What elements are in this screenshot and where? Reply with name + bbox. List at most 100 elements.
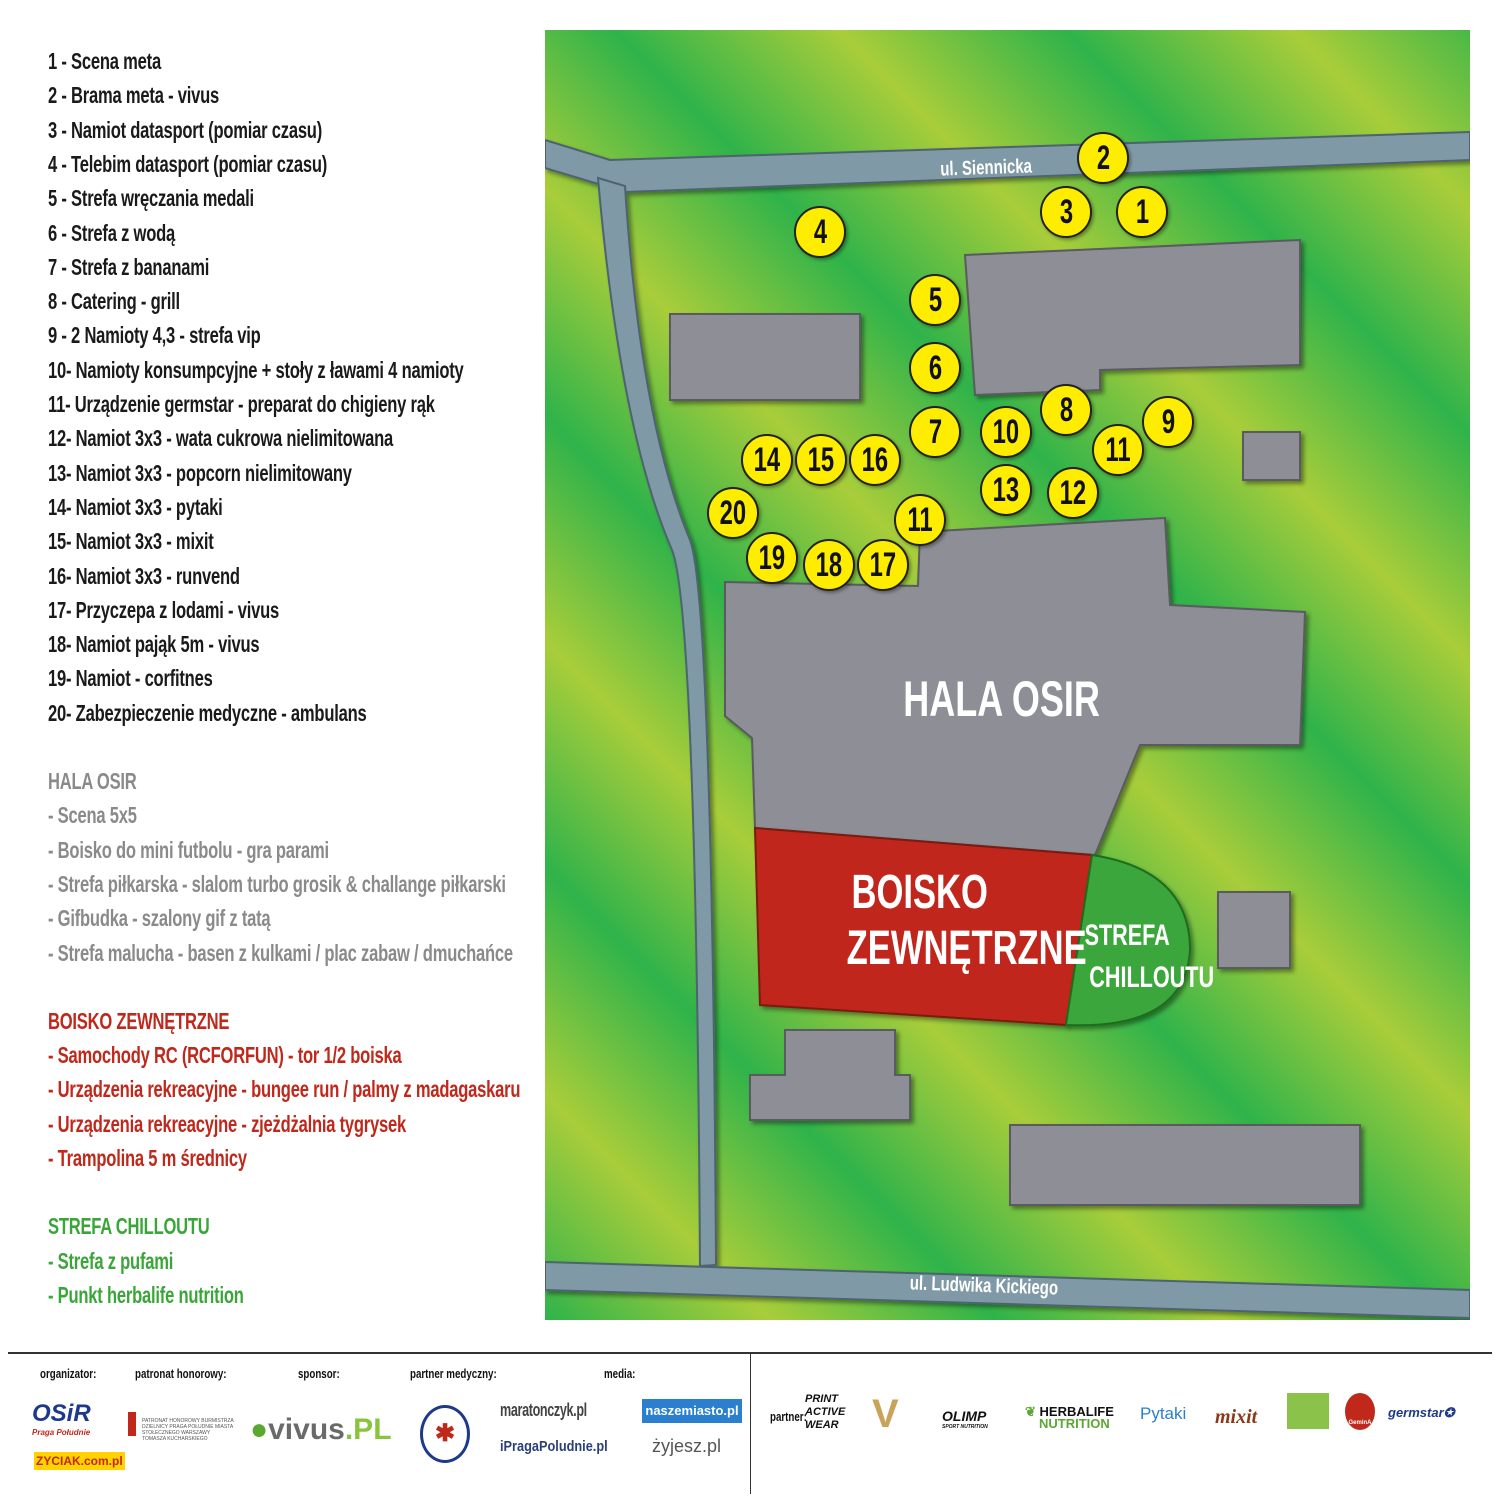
map-pin-number: 14	[753, 440, 781, 479]
map-pin-number: 10	[992, 412, 1020, 451]
legend-section-item: - Urządzenia rekreacyjne - bungee run / …	[48, 1076, 521, 1103]
map-pin: 13	[980, 464, 1032, 516]
map-pin: 5	[909, 274, 961, 326]
road-label-siennicka: ul. Siennicka	[939, 155, 1033, 181]
map-pin-number: 11	[907, 500, 933, 539]
building	[749, 1029, 911, 1121]
map-pin: 10	[980, 406, 1032, 458]
logo-printactive: PRINT ACTIVE WEAR	[805, 1393, 846, 1431]
map-pin-number: 18	[815, 545, 843, 584]
legend-point: 13- Namiot 3x3 - popcorn nielimitowany	[48, 459, 352, 486]
hala-osir-label: HALA OSIR	[903, 671, 1100, 727]
map-pin: 3	[1040, 186, 1092, 238]
logo-zyjesz: żyjesz.pl	[652, 1436, 722, 1456]
logo-gemina: GeminA	[1345, 1393, 1375, 1430]
strefa-chilloutu	[1064, 853, 1192, 1027]
legend-point: 14- Namiot 3x3 - pytaki	[48, 493, 223, 520]
map-pin: 12	[1047, 467, 1099, 519]
label-media: media:	[604, 1366, 636, 1381]
map-pin: 16	[849, 434, 901, 486]
map-shapes	[545, 130, 1470, 1320]
legend-point: 8 - Catering - grill	[48, 288, 180, 315]
legend-section-item: - Scena 5x5	[48, 802, 137, 829]
map-pin: 18	[803, 539, 855, 591]
building	[963, 238, 1301, 397]
legend-section-item: - Trampolina 5 m średnicy	[48, 1145, 247, 1171]
map-pin-number: 7	[928, 412, 942, 451]
building	[1217, 891, 1291, 969]
legend-point: 5 - Strefa wręczania medali	[48, 185, 254, 212]
legend-point: 17- Przyczepa z lodami - vivus	[48, 596, 279, 623]
legend-point: 12- Namiot 3x3 - wata cukrowa nielimitow…	[48, 425, 394, 452]
logo-pytaki: Pytaki	[1140, 1404, 1187, 1423]
map-pin: 2	[1077, 132, 1129, 184]
map-pin: 1	[1116, 186, 1168, 238]
label-medical: partner medyczny:	[410, 1366, 497, 1381]
map-pin: 20	[707, 487, 759, 539]
map-pin-number: 2	[1096, 138, 1110, 177]
legend-point: 3 - Namiot datasport (pomiar czasu)	[48, 116, 323, 143]
map-pin: 9	[1142, 396, 1194, 448]
logo-v-icon: V	[872, 1392, 899, 1436]
map-pin-number: 3	[1059, 192, 1073, 231]
building	[1009, 1124, 1361, 1206]
legend-point: 11- Urządzenie germstar - preparat do ch…	[48, 391, 435, 417]
label-organizer: organizator:	[40, 1366, 97, 1381]
road-kickiego	[545, 1260, 1470, 1320]
logo-vivus: ●vivus.PL	[250, 1413, 392, 1446]
road-siennicka	[545, 130, 1470, 194]
map-pin: 4	[794, 206, 846, 258]
logo-green-box	[1287, 1393, 1329, 1429]
map-pin-number: 4	[813, 212, 827, 251]
legend-section-item: - Gifbudka - szalony gif z tatą	[48, 905, 271, 932]
logo-zyciak: ZYCIAK.com.pl	[34, 1452, 125, 1470]
legend-section-item: - Boisko do mini futbolu - gra parami	[48, 836, 329, 863]
legend-section-item: - Strefa piłkarska - slalom turbo grosik…	[48, 870, 506, 897]
legend-section-title: STREFA CHILLOUTU	[48, 1213, 210, 1240]
map-pin-number: 6	[928, 348, 942, 387]
map-pin: 6	[909, 342, 961, 394]
map-pin: 19	[746, 532, 798, 584]
logo-mixit: mixit	[1215, 1406, 1258, 1428]
legend-section-title: BOISKO ZEWNĘTRZNE	[48, 1007, 230, 1034]
logo-naszemiasto: naszemiasto.pl	[642, 1399, 742, 1423]
map-pin: 8	[1040, 384, 1092, 436]
legend-point: 1 - Scena meta	[48, 48, 161, 74]
map-pin-number: 20	[719, 493, 747, 532]
legend-point: 15- Namiot 3x3 - mixit	[48, 528, 214, 555]
map-pin: 15	[795, 434, 847, 486]
label-sponsor: sponsor:	[298, 1366, 340, 1381]
building	[669, 313, 861, 401]
map-pin: 11	[894, 494, 946, 546]
legend-point: 20- Zabezpieczenie medyczne - ambulans	[48, 699, 367, 726]
logo-germstar: germstar✪	[1388, 1405, 1455, 1420]
warsaw-crest-icon	[128, 1412, 136, 1436]
road-vertical	[596, 176, 718, 1268]
label-patron: patronat honorowy:	[135, 1366, 227, 1381]
legend-section-item: - Punkt herbalife nutrition	[48, 1281, 244, 1308]
map-pin-number: 13	[992, 470, 1020, 509]
legend-point: 16- Namiot 3x3 - runvend	[48, 562, 240, 589]
legend-section-title: HALA OSIR	[48, 768, 137, 794]
map-pin-number: 16	[861, 440, 889, 479]
legend-point: 10- Namioty konsumpcyjne + stoły z ławam…	[48, 356, 464, 383]
legend-point: 9 - 2 Namioty 4,3 - strefa vip	[48, 322, 261, 349]
legend-section-item: - Samochody RC (RCFORFUN) - tor 1/2 bois…	[48, 1042, 402, 1069]
map-pin-number: 9	[1161, 402, 1175, 441]
building	[1242, 431, 1301, 481]
legend-section-item: - Strefa malucha - basen z kulkami / pla…	[48, 939, 513, 966]
legend-point: 6 - Strefa z wodą	[48, 219, 176, 246]
patron-text: PATRONAT HONOROWY BURMISTRZA DZIELNICY P…	[142, 1418, 234, 1442]
legend-section-item: - Strefa z pufami	[48, 1247, 174, 1274]
medical-logo-icon: ✱	[420, 1405, 470, 1463]
legend-point: 18- Namiot pająk 5m - vivus	[48, 631, 260, 658]
legend-point: 2 - Brama meta - vivus	[48, 82, 220, 109]
map-pin-number: 19	[758, 538, 786, 577]
logo-maratonczyk: maratonczyk.pl	[500, 1400, 587, 1420]
legend-point: 4 - Telebim datasport (pomiar czasu)	[48, 150, 328, 177]
